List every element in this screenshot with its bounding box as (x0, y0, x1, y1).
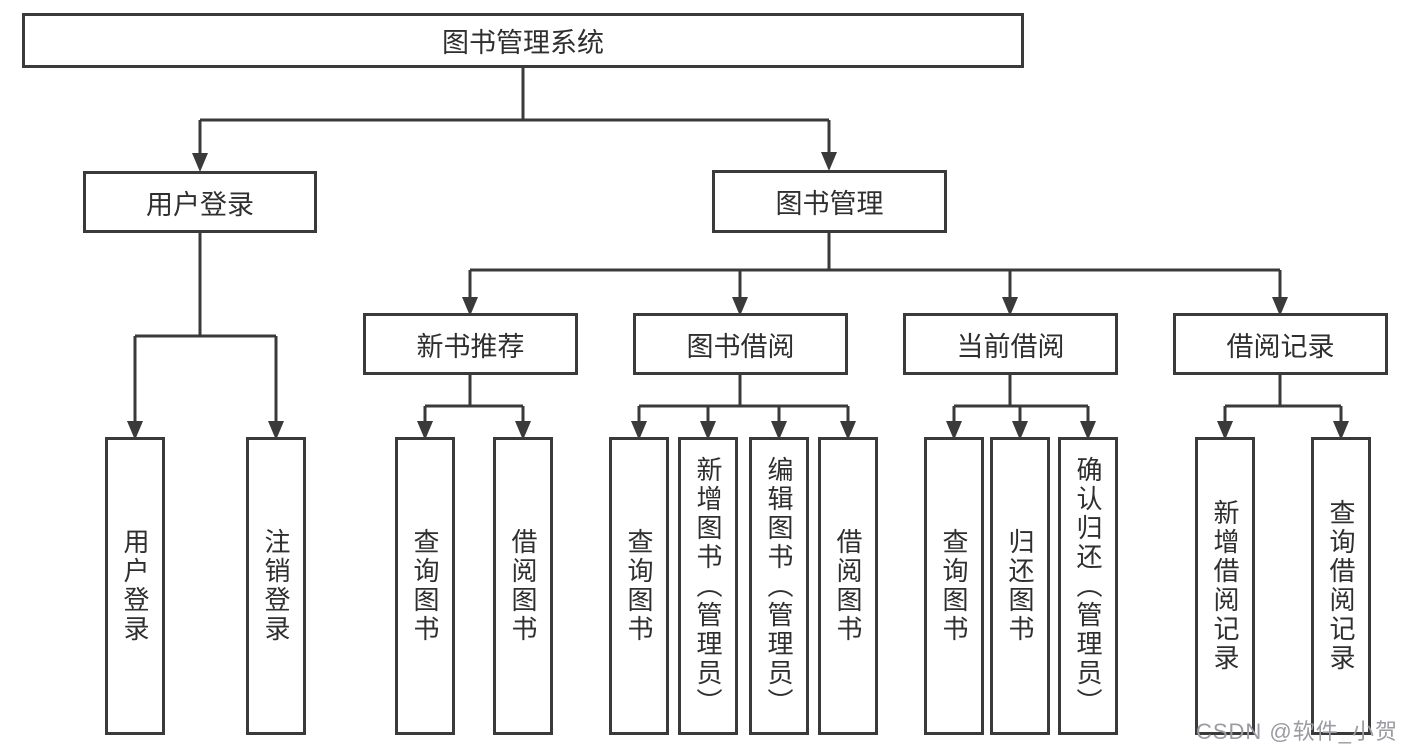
leaf-edit-books-admin-label: 编辑图书（管理员） (764, 455, 794, 717)
arrowheads-level2 (192, 152, 837, 172)
leaf-user-login: 用户登录 (105, 437, 165, 735)
leaf-logout: 注销登录 (246, 437, 306, 735)
leaf-return-books: 归还图书 (990, 437, 1050, 735)
leaf-recommend-borrow-books: 借阅图书 (493, 437, 553, 735)
node-borrow-records: 借阅记录 (1173, 313, 1388, 375)
node-book-borrow: 图书借阅 (633, 313, 848, 375)
connector-records-to-leaves (1223, 375, 1343, 421)
leaf-borrow-query-books: 查询图书 (609, 437, 669, 735)
leaf-query-borrow-record-label: 查询借阅记录 (1326, 499, 1356, 673)
leaf-add-borrow-record-label: 新增借阅记录 (1210, 499, 1240, 673)
connector-root-to-level2 (198, 68, 831, 153)
node-current-borrow-label: 当前借阅 (956, 331, 1065, 362)
connector-login-to-leaves (133, 233, 278, 421)
node-current-borrow: 当前借阅 (903, 313, 1118, 375)
leaf-current-query-books-label: 查询图书 (939, 528, 969, 644)
connector-borrow-to-leaves (637, 375, 850, 421)
node-book-management: 图书管理 (712, 170, 947, 233)
leaf-borrow-books-label: 借阅图书 (833, 528, 863, 644)
leaf-current-query-books: 查询图书 (924, 437, 984, 735)
arrowheads-recommend-leaves (417, 421, 531, 440)
connector-management-to-level3 (468, 233, 1282, 297)
leaf-query-borrow-record: 查询借阅记录 (1311, 437, 1371, 735)
node-new-book-recommend-label: 新书推荐 (416, 331, 525, 362)
leaf-return-books-label: 归还图书 (1005, 528, 1035, 644)
arrowheads-current-leaves (946, 421, 1096, 440)
connector-current-to-leaves (952, 375, 1090, 421)
leaf-confirm-return-admin-label: 确认归还（管理员） (1073, 455, 1103, 717)
node-root: 图书管理系统 (22, 13, 1024, 68)
node-borrow-records-label: 借阅记录 (1226, 331, 1335, 362)
node-user-login: 用户登录 (83, 171, 317, 233)
leaf-confirm-return-admin: 确认归还（管理员） (1058, 437, 1118, 735)
node-user-login-label: 用户登录 (146, 189, 254, 220)
leaf-add-borrow-record: 新增借阅记录 (1195, 437, 1255, 735)
node-new-book-recommend: 新书推荐 (363, 313, 578, 375)
node-book-management-label: 图书管理 (775, 189, 884, 219)
leaf-recommend-borrow-books-label: 借阅图书 (508, 528, 538, 644)
leaf-logout-label: 注销登录 (261, 528, 291, 644)
leaf-add-books-admin-label: 新增图书（管理员） (693, 455, 723, 717)
node-book-borrow-label: 图书借阅 (686, 331, 795, 362)
leaf-recommend-query-books: 查询图书 (395, 437, 455, 735)
arrowheads-level3 (462, 297, 1288, 316)
leaf-recommend-query-books-label: 查询图书 (410, 528, 440, 644)
connector-recommend-to-leaves (423, 375, 525, 421)
leaf-user-login-label: 用户登录 (120, 528, 150, 644)
node-root-label: 图书管理系统 (442, 28, 604, 58)
arrowheads-records-leaves (1217, 421, 1349, 440)
leaf-borrow-query-books-label: 查询图书 (624, 528, 654, 644)
leaf-add-books-admin: 新增图书（管理员） (678, 437, 738, 735)
leaf-borrow-books: 借阅图书 (818, 437, 878, 735)
leaf-edit-books-admin: 编辑图书（管理员） (749, 437, 809, 735)
